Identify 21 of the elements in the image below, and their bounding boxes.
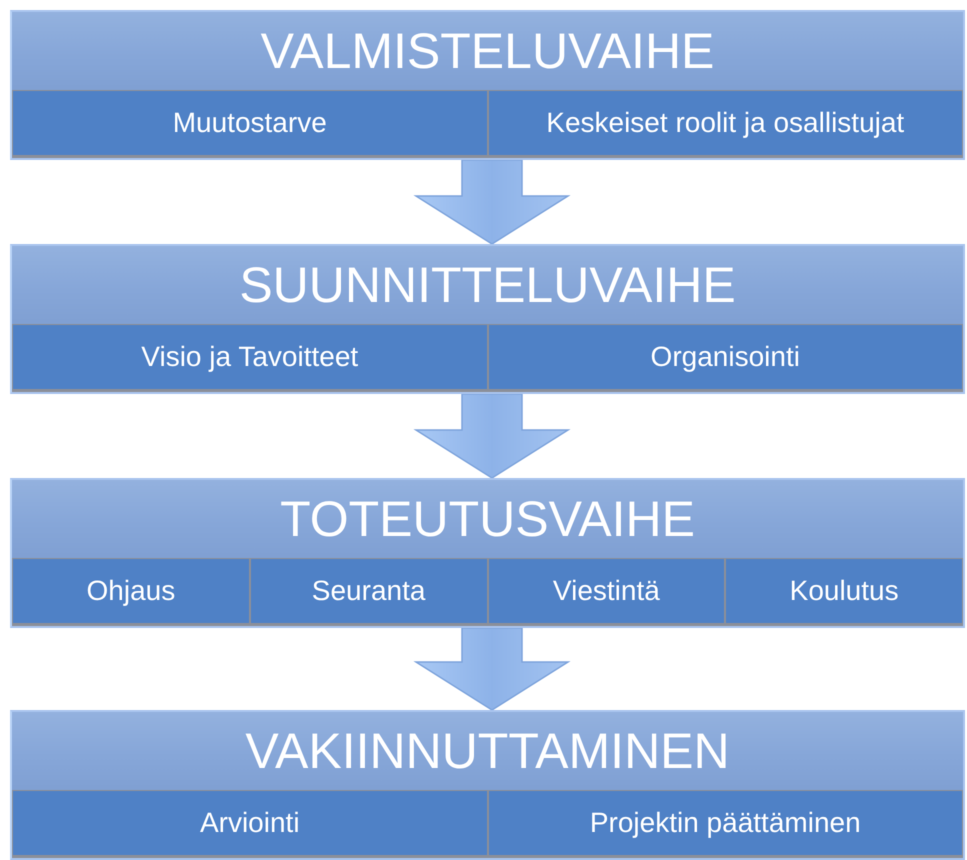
- task-box: Visio ja Tavoitteet: [12, 324, 488, 392]
- task-box: Keskeiset roolit ja osallistujat: [488, 90, 963, 158]
- phase-band: [10, 244, 965, 394]
- phase-band: [10, 710, 965, 860]
- task-box: Ohjaus: [12, 558, 250, 626]
- task-box: Seuranta: [250, 558, 488, 626]
- phase-heading: VALMISTELUVAIHE: [260, 22, 716, 81]
- task-box: Muutostarve: [12, 90, 488, 158]
- block-arrow: [413, 159, 571, 245]
- task-box: Viestintä: [488, 558, 726, 626]
- task-box: Organisointi: [488, 324, 963, 392]
- task-box: Arviointi: [12, 790, 488, 858]
- phase-heading: TOTEUTUSVAIHE: [279, 490, 696, 549]
- block-arrow: [413, 393, 571, 479]
- block-arrow: [413, 627, 571, 711]
- phase-band: [10, 10, 965, 160]
- phase-heading: SUUNNITTELUVAIHE: [238, 256, 737, 315]
- phase-heading: VAKIINNUTTAMINEN: [244, 722, 731, 781]
- phase-band: [10, 478, 965, 628]
- task-box: Koulutus: [725, 558, 963, 626]
- task-box: Projektin päättäminen: [488, 790, 963, 858]
